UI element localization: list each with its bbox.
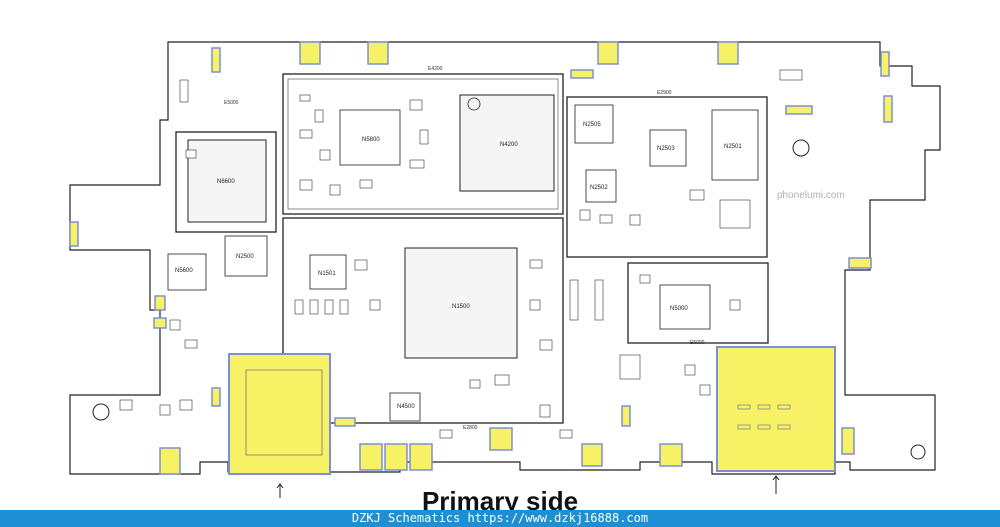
chip-n2503-body xyxy=(649,129,687,167)
card-slot-right-pins xyxy=(737,404,791,430)
chip-label-n5600: N5600 xyxy=(175,268,193,274)
chip-n6600-body xyxy=(187,139,267,223)
chip-label-n5000: N5000 xyxy=(670,306,688,312)
chip-label-n6600: N6600 xyxy=(217,179,235,185)
footer-banner[interactable]: DZKJ Schematics https://www.dzkj16888.co… xyxy=(0,510,1000,527)
shield-top-center-inner xyxy=(287,78,559,210)
chip-n2502-body xyxy=(585,169,617,203)
chip-label-n2505: N2505 xyxy=(583,122,601,128)
mount-hole-upper-right xyxy=(792,139,810,157)
highlight-test-points xyxy=(69,41,893,475)
ref-label-e2900: E2900 xyxy=(657,90,672,96)
chip-n5800-body xyxy=(339,109,401,166)
chip-label-n1500: N1500 xyxy=(452,304,470,310)
pointer-arrows xyxy=(276,475,780,498)
chip-n2501-body xyxy=(711,109,759,181)
chip-n4200-pin1 xyxy=(467,97,481,111)
mount-hole-right xyxy=(910,444,926,460)
chip-n2500-body xyxy=(224,235,268,277)
chip-label-n2500: N2500 xyxy=(236,254,254,260)
chip-label-n2502: N2502 xyxy=(590,185,608,191)
chip-n4500-body xyxy=(389,392,421,422)
chip-n1500-body xyxy=(404,247,518,359)
chip-label-n1501: N1501 xyxy=(318,271,336,277)
mount-hole-left xyxy=(92,403,110,421)
chip-n1501-body xyxy=(309,254,347,290)
small-components xyxy=(119,69,803,439)
chip-n5000-body xyxy=(659,284,711,330)
chip-n5600-body xyxy=(167,253,207,291)
highlight-card-slot-right xyxy=(716,346,836,472)
shield-left xyxy=(175,131,277,233)
ref-label-e2800: E2800 xyxy=(463,425,478,431)
ref-label-e5000-right: E5000 xyxy=(690,340,705,346)
shield-top-center xyxy=(282,73,564,215)
chip-label-n5800: N5800 xyxy=(362,137,380,143)
shield-right xyxy=(566,96,768,258)
chip-n2505-body xyxy=(574,104,614,144)
ref-label-e4200: E4200 xyxy=(428,66,443,72)
chip-label-n2501: N2501 xyxy=(724,144,742,150)
chip-label-n2503: N2503 xyxy=(657,146,675,152)
highlight-sim-tray-left xyxy=(228,353,331,475)
chip-label-n4200: N4200 xyxy=(500,142,518,148)
shield-middle xyxy=(282,217,564,424)
pcb-board-diagram: N6600 N4200 N5800 N1501 N1500 N2500 N560… xyxy=(69,41,941,498)
chip-n4200-body xyxy=(459,94,555,192)
sim-tray-left-outline xyxy=(245,369,323,456)
ref-label-e5000-left: E5000 xyxy=(224,100,239,106)
shield-right-lower xyxy=(627,262,769,344)
watermark-text: phonelumi.com xyxy=(777,190,845,201)
chip-label-n4500: N4500 xyxy=(397,404,415,410)
